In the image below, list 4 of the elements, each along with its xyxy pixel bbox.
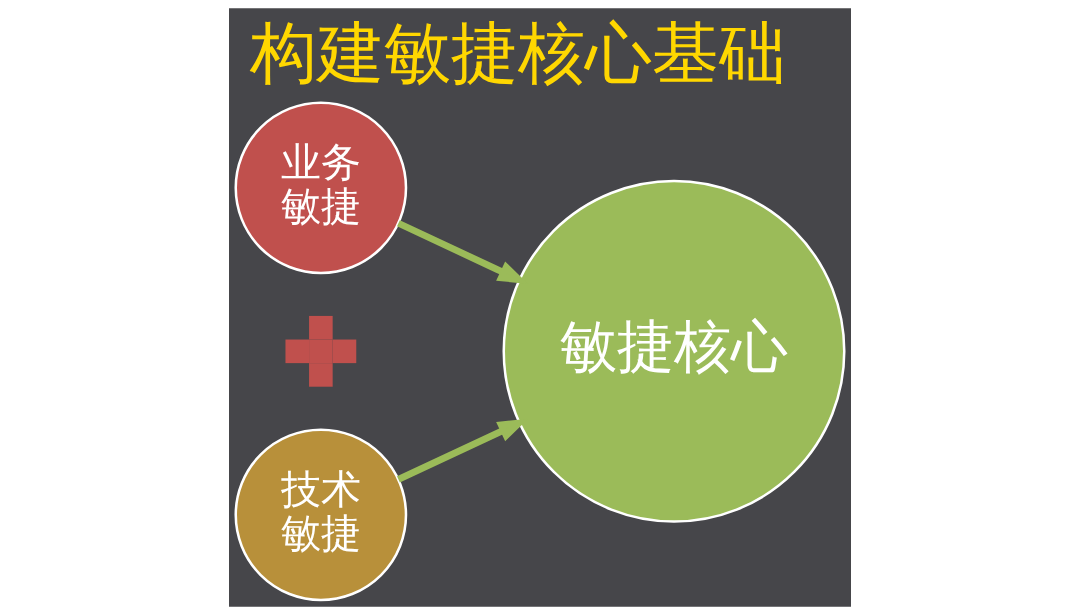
node-circle: 技术敏捷 [234,428,408,602]
diagram-title: 构建敏捷核心基础 [250,12,787,92]
node-circle: 业务敏捷 [234,101,408,275]
node-circle: 敏捷核心 [502,179,846,523]
